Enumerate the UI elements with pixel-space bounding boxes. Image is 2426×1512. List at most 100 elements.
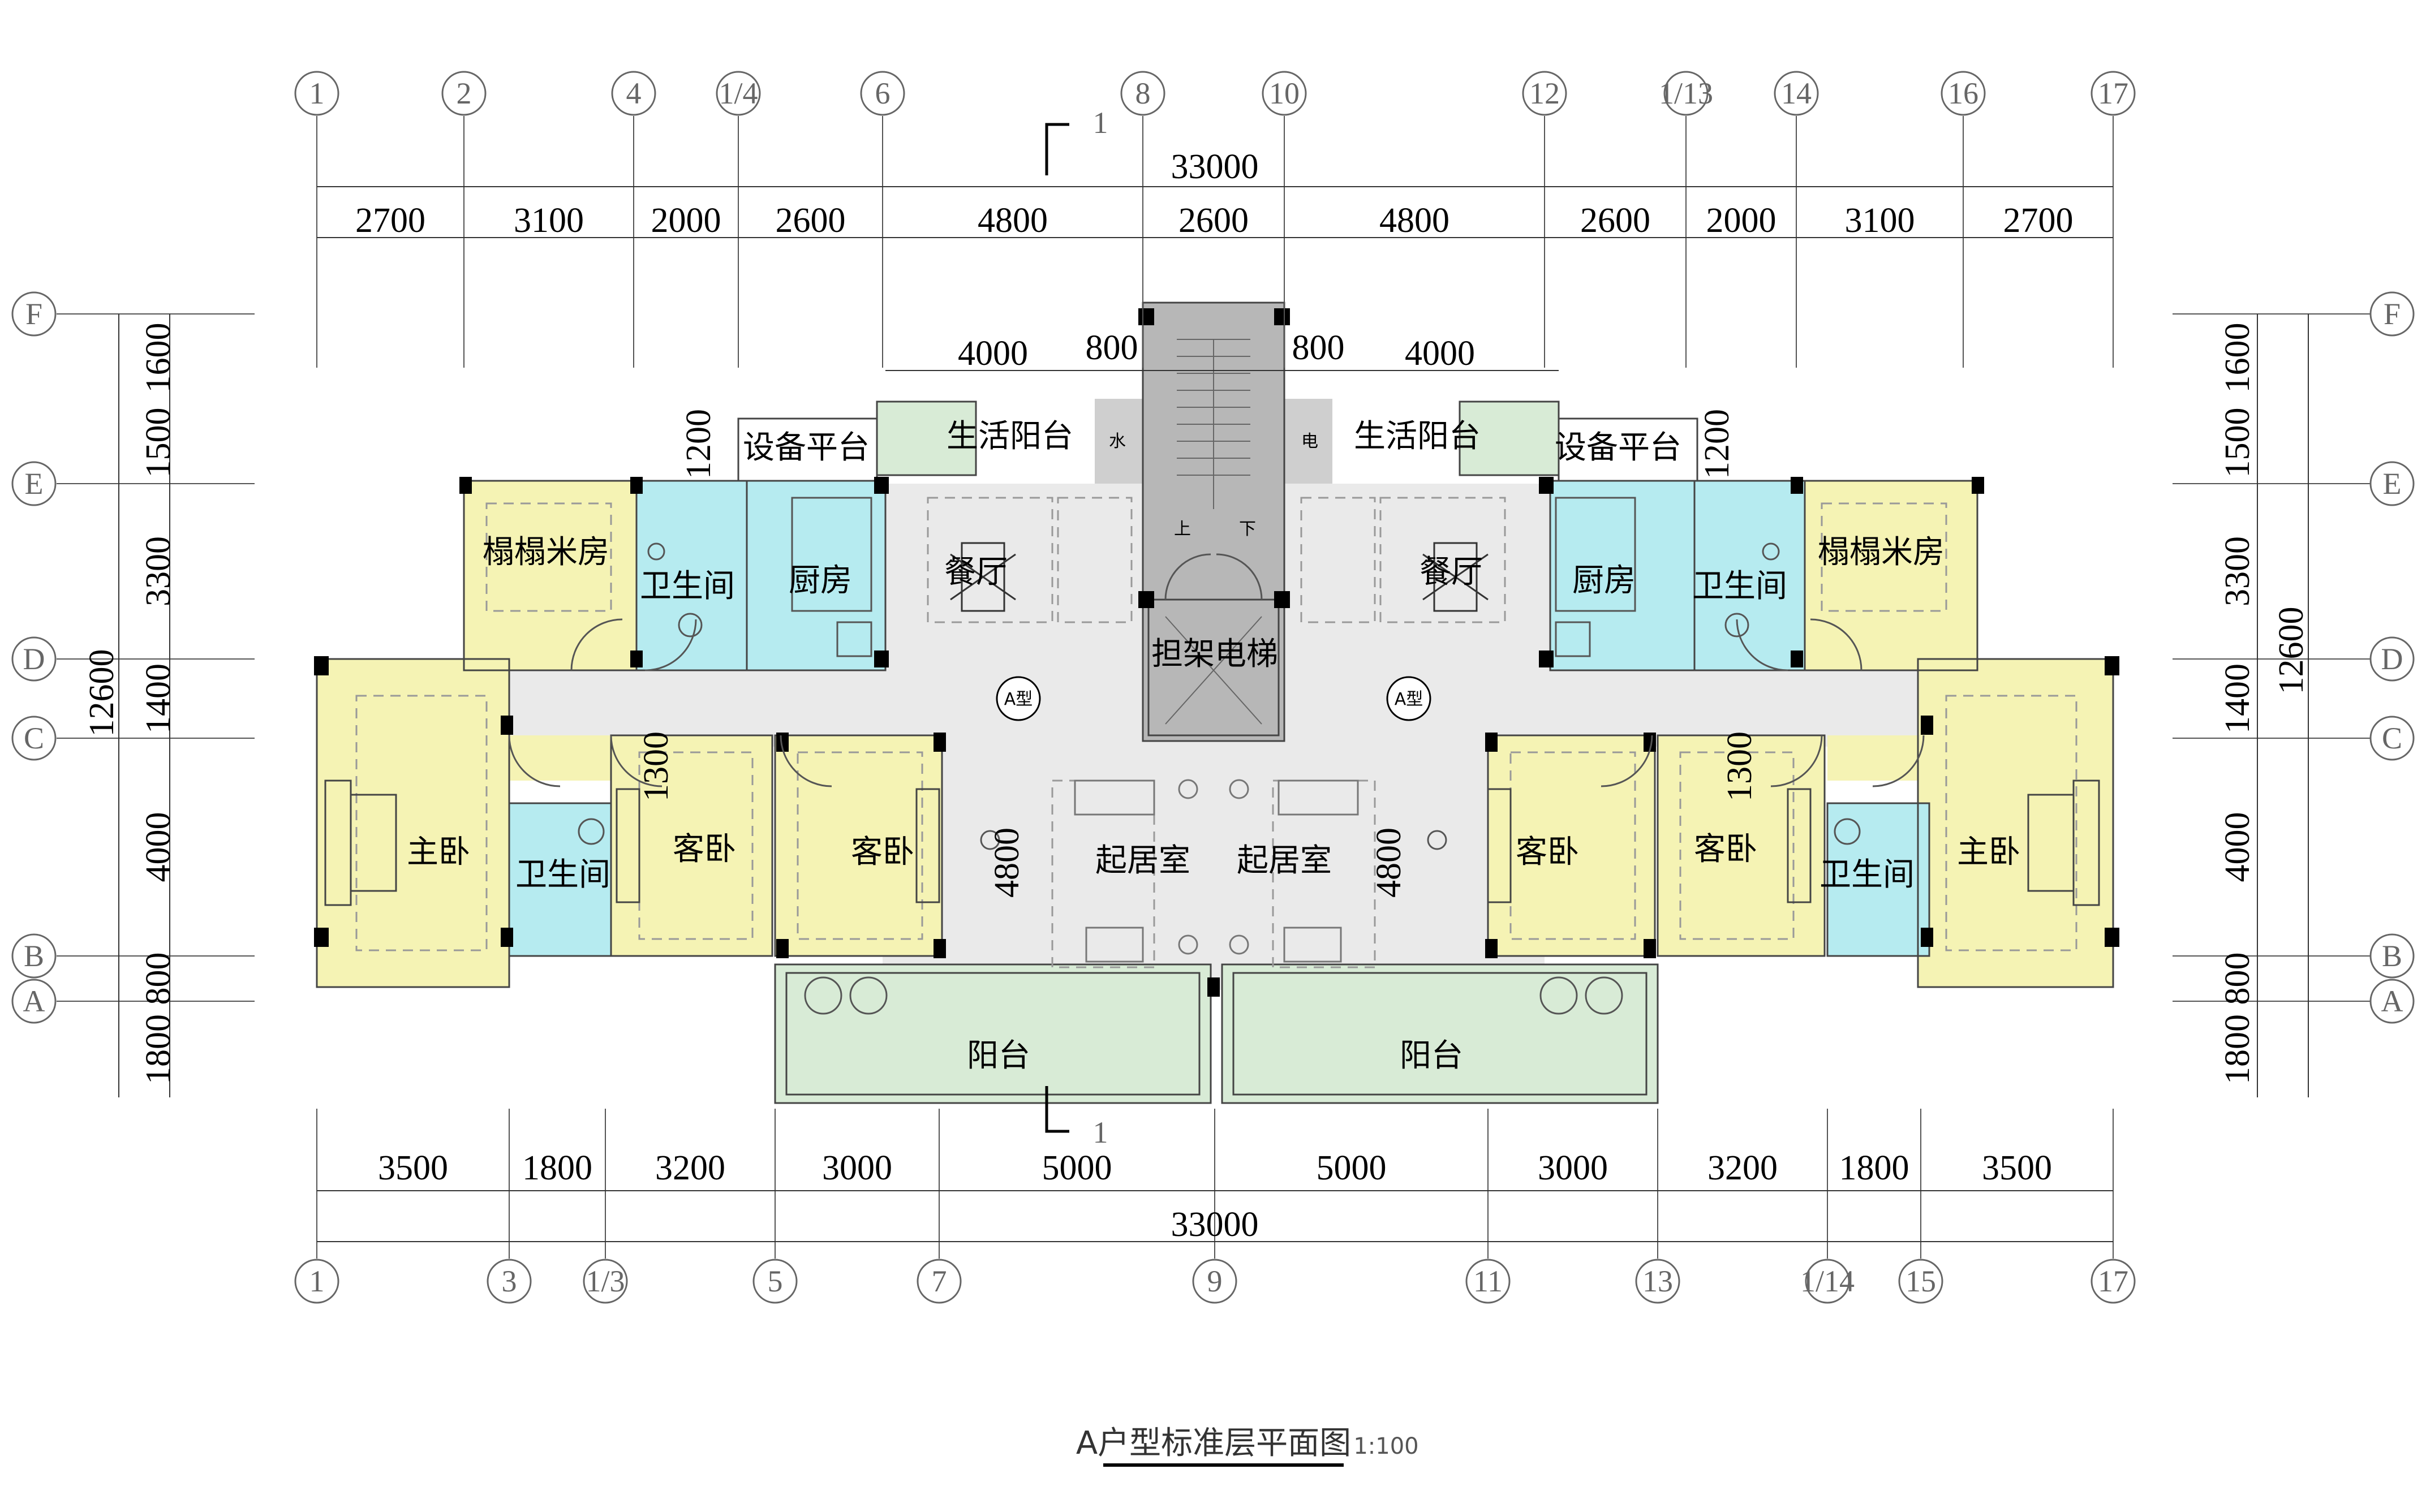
dim-top-5: 2600 [1178,201,1249,240]
grid-bubble-top-3-label: 1/4 [719,76,758,110]
door-swings [508,553,1925,787]
grid-bubble-right-3: C [2369,716,2415,761]
grid-bubble-bottom-2: 1/3 [583,1259,628,1304]
dim-bottom-7: 3200 [1707,1149,1778,1187]
grid-bubble-top-2-label: 4 [626,76,642,110]
dim-left-5: 800 [139,953,178,1005]
grid-bubble-top-3: 1/4 [716,71,761,116]
dim-left-total: 12600 [83,649,121,737]
dim-top-2: 2000 [651,201,721,240]
grid-bubble-top-0-label: 1 [309,76,325,110]
room-fills [317,303,2113,1103]
label-bath-right-top: 卫生间 [1692,568,1787,605]
dim-right-1: 1500 [2218,408,2257,478]
dim-right-total: 12600 [2272,607,2311,695]
dimension-lines [118,186,2309,1242]
label-guest-left-2: 客卧 [851,834,914,871]
dim-bottom-total: 33000 [1171,1205,1259,1244]
label-balcony-left: 阳台 [967,1037,1030,1074]
label-utility-balcony-left: 生活阳台 [947,418,1073,455]
grid-bubble-bottom-3: 5 [752,1259,798,1304]
grid-bubble-right-3-label: C [2382,721,2402,755]
dim-right-6: 1800 [2218,1014,2257,1084]
dim-right-4: 4000 [2218,812,2257,882]
dim-gap-left: 800 [1086,329,1138,367]
label-elevator: 担架电梯 [1151,636,1278,673]
label-electric: 电 [1301,432,1318,451]
grid-bubble-bottom-1-label: 3 [502,1264,517,1298]
grid-bubble-top-10: 16 [1941,71,1986,116]
grid-bubble-bottom-9-label: 15 [1905,1264,1936,1298]
grid-bubble-bottom-0-label: 1 [309,1264,325,1298]
grid-bubble-bottom-5-label: 9 [1207,1264,1223,1298]
grid-bubble-bottom-10: 17 [2091,1259,2136,1304]
dim-top-1: 3100 [514,201,584,240]
label-balcony-right: 阳台 [1400,1037,1463,1074]
label-equip-platform-left: 设备平台 [743,429,870,466]
grid-bubble-top-7-label: 12 [1529,76,1560,110]
section-mark-top-label: 1 [1093,106,1108,140]
label-water: 水 [1109,432,1126,451]
dim-top-7: 2600 [1580,201,1650,240]
dim-right-5: 800 [2218,953,2257,1005]
grid-bubble-right-4: B [2369,933,2415,979]
grid-bubble-bottom-9: 15 [1898,1259,1943,1304]
grid-bubble-left-2-label: D [23,642,45,676]
dim-platform-left: 4000 [958,334,1028,373]
grid-bubble-left-0-label: F [25,297,42,331]
grid-bubble-right-0-label: F [2384,297,2401,331]
label-kitchen-left: 厨房 [789,562,852,599]
grid-bubble-bottom-4-label: 7 [932,1264,947,1298]
dim-left-1: 1500 [139,408,178,478]
dim-bottom-3: 3000 [822,1149,892,1187]
dim-top-8: 2000 [1706,201,1777,240]
grid-bubble-top-11-label: 17 [2098,76,2128,110]
svg-text:A型: A型 [1395,690,1423,709]
dim-right-3: 1400 [2218,664,2257,734]
grid-bubble-right-2: D [2369,636,2415,682]
dim-equip-right: 1200 [1698,409,1736,479]
grid-bubble-bottom-8-label: 1/14 [1800,1264,1855,1298]
grid-bubble-right-4-label: B [2382,939,2402,973]
dining-table-right [1422,542,1489,612]
dim-bed-left: 1300 [637,731,676,802]
sanitary-fixtures [578,497,1861,1015]
label-guest-right-2: 客卧 [1694,831,1757,868]
grid-bubble-top-5-label: 8 [1135,76,1151,110]
label-dining-left: 餐厅 [944,554,1008,591]
drawing-title: A户型标准层平面图 [1076,1425,1351,1462]
dim-top-4: 4800 [978,201,1048,240]
grid-bubble-left-3-label: C [24,721,44,755]
label-equip-platform-right: 设备平台 [1555,429,1681,466]
room-labels: 设备平台 生活阳台 榻榻米房 卫生间 厨房 餐厅 担架电梯 餐厅 厨房 卫生间 … [407,418,2020,1074]
dim-left-2: 3300 [139,536,178,606]
grid-bubble-bottom-6: 11 [1465,1259,1511,1304]
grid-bubble-top-4: 6 [860,71,905,116]
dim-left-3: 1400 [139,664,178,734]
section-mark-bottom-label: 1 [1093,1115,1108,1149]
label-bath-left-top: 卫生间 [640,568,735,605]
label-dining-right: 餐厅 [1420,554,1483,591]
grid-bubble-bottom-4: 7 [917,1259,962,1304]
grid-bubble-left-2: D [11,636,57,682]
section-mark-top [1045,123,1069,175]
dim-bottom-2: 3200 [655,1149,725,1187]
grid-bubble-bottom-7: 13 [1635,1259,1680,1304]
grid-bubble-left-4: B [11,933,57,979]
label-master-left: 主卧 [407,834,470,871]
grid-bubble-bottom-1: 3 [487,1259,532,1304]
label-utility-balcony-right: 生活阳台 [1354,418,1481,455]
dim-top-0: 2700 [355,201,425,240]
grid-bubble-top-8: 1/13 [1659,71,1713,116]
grid-lines [57,116,2371,1259]
grid-bubble-bottom-2-label: 1/3 [586,1264,625,1298]
grid-bubble-left-0: F [11,291,57,337]
grid-bubble-bottom-3-label: 5 [768,1264,783,1298]
dim-bottom-1: 1800 [522,1149,592,1187]
svg-text:A型: A型 [1004,690,1033,709]
grid-bubble-right-5: A [2369,979,2415,1024]
